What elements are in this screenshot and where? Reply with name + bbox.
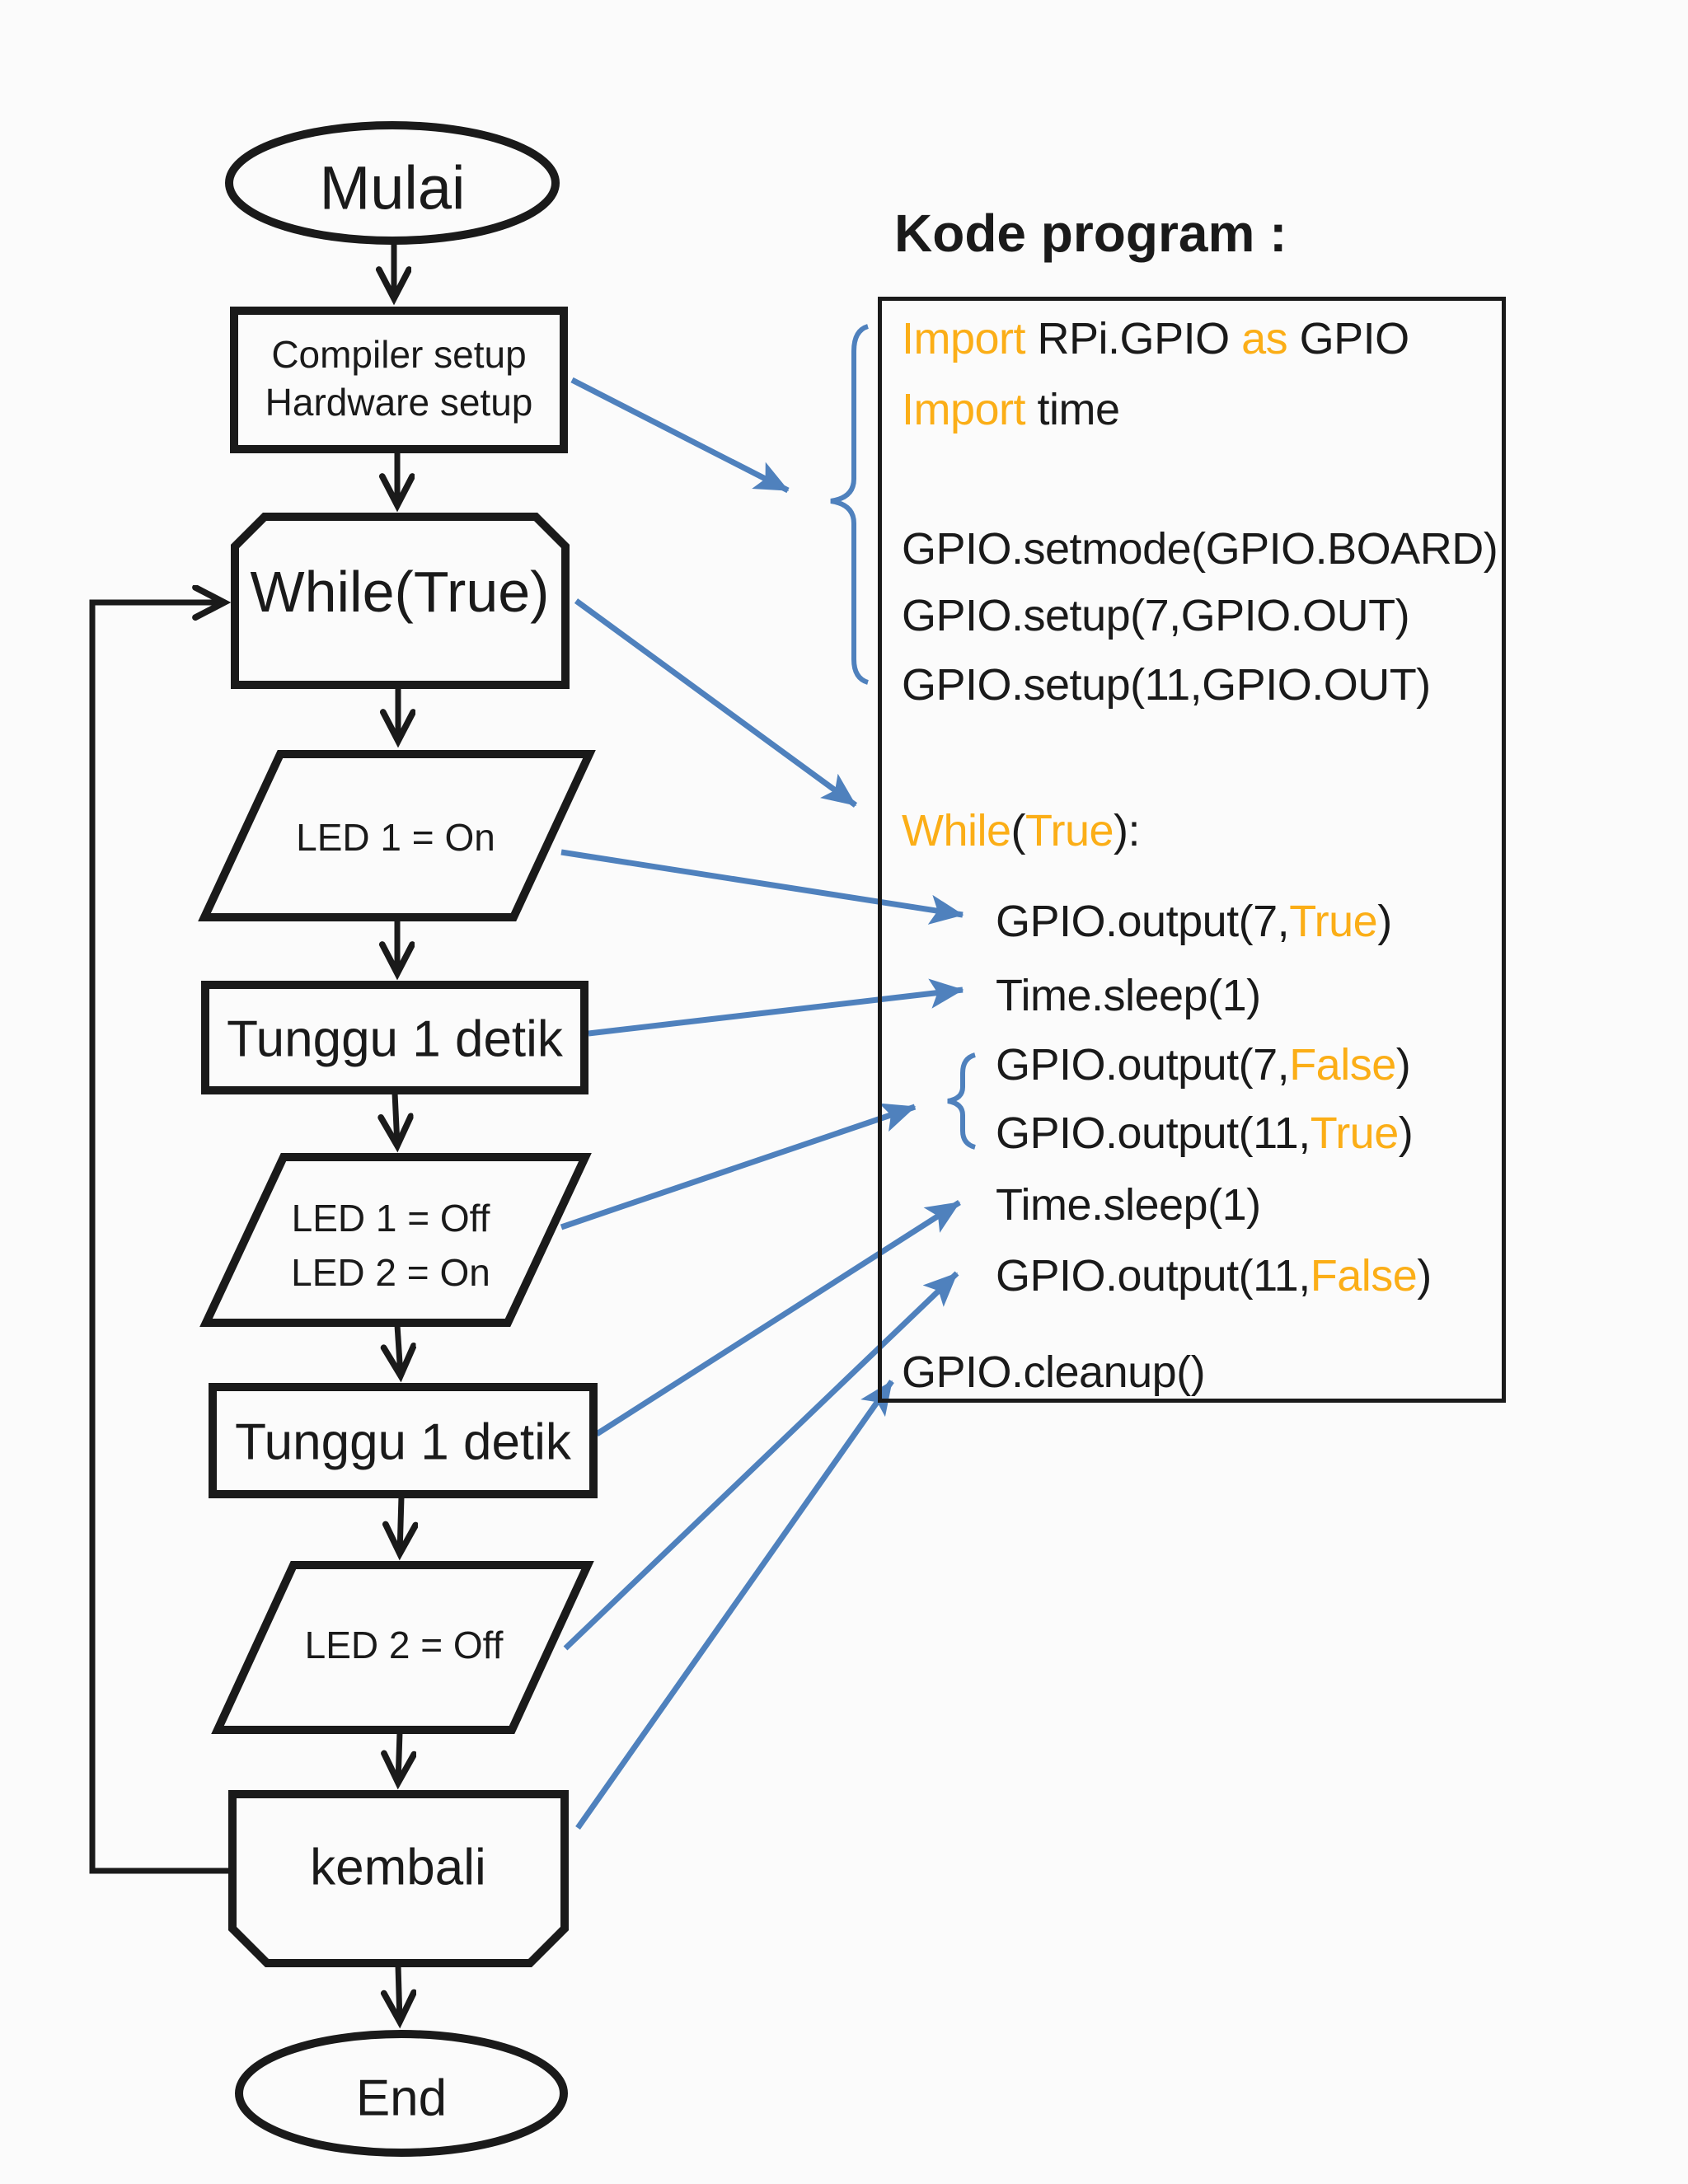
- code-text: time: [1037, 385, 1121, 434]
- connector-loop-back-line: [89, 602, 232, 1874]
- arrow-led1off-to-brace: [560, 1103, 917, 1230]
- code-keyword: True: [1289, 897, 1378, 946]
- code-line-0: Import RPi.GPIO as GPIO: [902, 316, 1409, 361]
- code-reference-arrows: [560, 377, 964, 1830]
- node-end-terminator: [235, 2030, 568, 2157]
- connector-kembali-to-end: [398, 1965, 400, 2022]
- code-keyword: True: [1025, 806, 1114, 855]
- node-start-label: Mulai: [320, 154, 466, 223]
- arrow-led2off-to-output11false: [563, 1271, 959, 1651]
- code-panel-heading: Kode program :: [894, 204, 1287, 263]
- code-line-10: Time.sleep(1): [996, 1183, 1261, 1227]
- code-line-5: While(True):: [902, 806, 1141, 855]
- code-text: ): [1395, 1040, 1411, 1090]
- node-led1-on-io: [198, 750, 596, 921]
- code-keyword: False: [1289, 1040, 1396, 1090]
- flow-nodes: Mulai Compiler setup Hardware setup Whil…: [198, 121, 598, 2157]
- flow-connectors: [89, 244, 401, 2022]
- brace-setup-block: [830, 324, 870, 685]
- code-text: (: [1010, 806, 1026, 855]
- node-while-loop: [231, 513, 570, 689]
- code-line-7: Time.sleep(1): [996, 973, 1261, 1018]
- code-keyword: False: [1310, 1251, 1418, 1301]
- code-text: GPIO: [1299, 314, 1410, 363]
- code-text: GPIO.output(7,: [996, 897, 1290, 946]
- node-led2-off-label: LED 2 = Off: [305, 1624, 504, 1666]
- node-led2on-label: LED 2 = On: [291, 1251, 490, 1294]
- code-text: Time.sleep(1): [996, 971, 1261, 1020]
- code-line-8: GPIO.output(7,False): [996, 1040, 1411, 1090]
- code-line-1: Import time: [902, 387, 1120, 432]
- arrow-while-to-while-line: [574, 598, 858, 808]
- connector-wait2-to-led2off: [400, 1496, 401, 1554]
- node-setup-process: [230, 307, 568, 453]
- arrow-kembali-to-cleanup: [575, 1379, 894, 1830]
- brace-output-pair: [947, 1052, 976, 1150]
- code-line-2: GPIO.setmode(GPIO.BOARD): [902, 527, 1498, 571]
- code-text: GPIO.cleanup(): [902, 1347, 1206, 1397]
- connector-led2off-to-kembali: [398, 1732, 400, 1783]
- code-text: ): [1398, 1108, 1414, 1158]
- code-keyword: Import: [902, 385, 1038, 434]
- code-text: ):: [1114, 806, 1141, 855]
- code-text: GPIO.setup(11,GPIO.OUT): [902, 660, 1431, 710]
- node-led1off-label: LED 1 = Off: [292, 1197, 490, 1240]
- code-text: ): [1377, 897, 1392, 946]
- connector-wait1-to-led1off: [395, 1092, 397, 1146]
- arrow-setup-to-imports: [570, 377, 790, 494]
- node-wait1-label: Tunggu 1 detik: [227, 1011, 564, 1068]
- code-line-4: GPIO.setup(11,GPIO.OUT): [902, 663, 1431, 707]
- node-while-label: While(True): [251, 560, 550, 624]
- code-line-3: GPIO.setup(7,GPIO.OUT): [902, 591, 1410, 640]
- code-keyword: True: [1310, 1108, 1400, 1158]
- code-text: GPIO.output(11,: [996, 1251, 1311, 1301]
- connector-led1off-to-wait2: [397, 1324, 401, 1376]
- code-line-9: GPIO.output(11,True): [996, 1108, 1414, 1158]
- arrow-wait1-to-sleep1: [588, 978, 964, 1037]
- node-loop-back: [228, 1790, 569, 1967]
- code-line-11: GPIO.output(11,False): [996, 1254, 1432, 1298]
- code-text: GPIO.setmode(GPIO.BOARD): [902, 524, 1498, 574]
- code-keyword: Import: [902, 314, 1038, 363]
- arrow-led1on-to-output7true: [560, 849, 964, 925]
- code-keyword: as: [1241, 314, 1300, 363]
- code-line-12: GPIO.cleanup(): [902, 1347, 1206, 1397]
- code-text: RPi.GPIO: [1037, 314, 1242, 363]
- node-led1-on-label: LED 1 = On: [296, 816, 495, 859]
- node-setup-label-line1: Compiler setup: [271, 333, 526, 376]
- arrow-wait2-to-sleep2: [595, 1200, 961, 1436]
- code-text: GPIO.output(11,: [996, 1108, 1311, 1158]
- code-keyword: While: [902, 806, 1011, 855]
- node-start-terminator: [225, 121, 560, 245]
- code-text: GPIO.setup(7,GPIO.OUT): [902, 591, 1410, 640]
- node-loop-back-label: kembali: [310, 1840, 486, 1896]
- code-line-6: GPIO.output(7,True): [996, 899, 1392, 944]
- node-wait2-label: Tunggu 1 detik: [235, 1414, 572, 1471]
- code-text: GPIO.output(7,: [996, 1040, 1290, 1090]
- node-led2-off-io: [211, 1561, 594, 1734]
- node-setup-label-line2: Hardware setup: [265, 381, 533, 424]
- node-led1off-led2on-io: [199, 1153, 592, 1327]
- node-end-label: End: [356, 2070, 447, 2127]
- node-wait2-process: [209, 1383, 598, 1498]
- node-wait1-process: [201, 981, 588, 1094]
- code-text: Time.sleep(1): [996, 1180, 1261, 1230]
- code-text: ): [1417, 1251, 1432, 1301]
